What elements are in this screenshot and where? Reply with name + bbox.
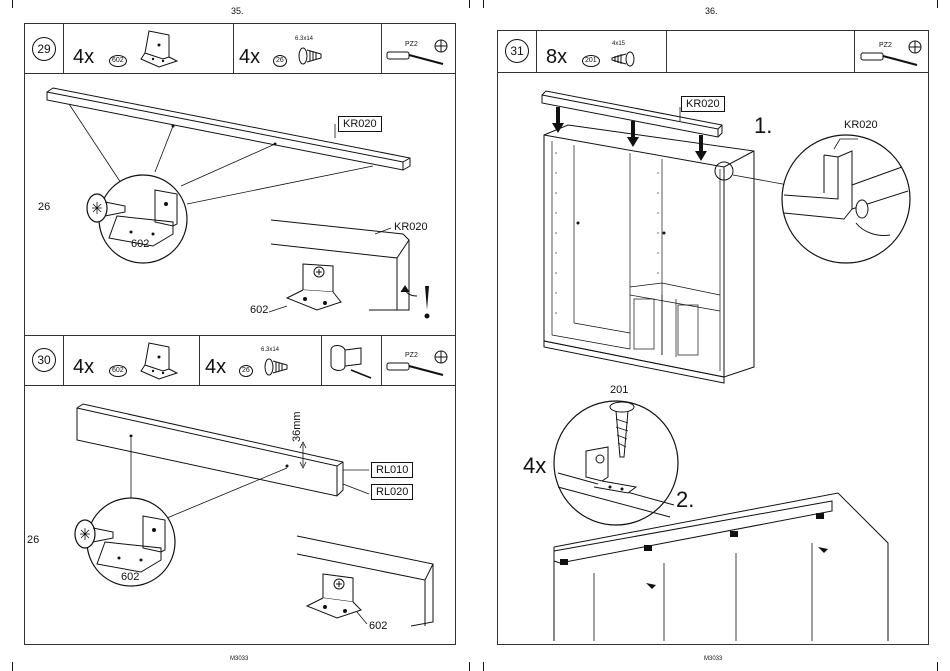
- step30-header: 30 4x 602 4x 26 6.3x14 PZ2: [24, 335, 456, 387]
- screw-spec: 6.3x14: [295, 36, 313, 42]
- step31-illustration: [498, 73, 928, 644]
- screw-spec: 6.3x14: [261, 347, 279, 353]
- part-label-rl010: RL010: [371, 462, 413, 478]
- crop-mark: [937, 0, 938, 8]
- screw-icon: [261, 355, 291, 385]
- quantity: 4x: [73, 356, 94, 379]
- step-label-2: 2.: [676, 487, 694, 513]
- step31-header: 31 8x 201 4x15 PZ2: [497, 30, 929, 74]
- step29-tool-cell: PZ2: [381, 24, 455, 74]
- screwdriver-icon: [855, 31, 929, 73]
- step30-number: 30: [32, 348, 56, 372]
- step31-body: KR020 KR020 1. 2. 201 4x: [497, 72, 929, 645]
- part-label-rl020: RL020: [371, 484, 413, 500]
- part-number: 201: [582, 55, 600, 67]
- part-label-kr020: KR020: [338, 116, 382, 132]
- quantity: 4x: [205, 356, 226, 379]
- step29-item1: 4x 602: [63, 24, 234, 74]
- crop-mark: [12, 0, 13, 8]
- part-number: 602: [109, 55, 127, 67]
- screwdriver-icon: [381, 336, 455, 386]
- part-label-26: 26: [27, 534, 39, 546]
- screw-spec: 4x15: [612, 41, 625, 47]
- quantity-detail: 4x: [523, 453, 546, 479]
- part-label-kr020: KR020: [394, 221, 428, 233]
- step29-number-cell: 29: [25, 24, 64, 74]
- measurement-label: 36mm: [291, 402, 303, 442]
- bracket-icon: [139, 339, 179, 384]
- step30-item1: 4x 602: [63, 336, 200, 386]
- step30-tool-cell: PZ2: [381, 336, 455, 386]
- quantity: 4x: [239, 46, 260, 69]
- part-label-602: 602: [250, 304, 268, 316]
- step29-body: KR020 KR020 26 602 602: [24, 73, 456, 337]
- crop-mark: [483, 662, 484, 671]
- part-number: 602: [109, 365, 127, 377]
- step31-item1: 8x 201 4x15: [536, 31, 667, 73]
- part-label-kr020: KR020: [844, 119, 878, 131]
- step29-illustration: [25, 74, 455, 336]
- step29-item2: 4x 26 6.3x14: [233, 24, 382, 74]
- screw-icon: [295, 44, 325, 74]
- step30-clamp-cell: [321, 336, 382, 386]
- page-number-right: 36.: [705, 6, 718, 16]
- crop-mark: [469, 0, 470, 8]
- step29-header: 29 4x 602 4x 26 6.3x14 PZ2: [24, 23, 456, 75]
- step31-tool-cell: PZ2: [854, 31, 929, 73]
- quantity: 8x: [546, 46, 567, 69]
- step31-number: 31: [505, 39, 529, 63]
- step31-number-cell: 31: [498, 31, 537, 73]
- page-number-left: 35.: [231, 6, 244, 16]
- clamp-icon: [321, 336, 381, 386]
- bracket-icon: [139, 27, 179, 72]
- part-label-602: 602: [131, 238, 149, 250]
- step30-illustration: [25, 386, 455, 644]
- footer-right: M3033: [704, 656, 722, 662]
- step30-number-cell: 30: [25, 336, 64, 386]
- quantity: 4x: [73, 46, 94, 69]
- step29-number: 29: [32, 37, 56, 61]
- part-label-602: 602: [369, 620, 387, 632]
- part-label-kr020: KR020: [681, 96, 725, 112]
- screwdriver-icon: [381, 24, 455, 74]
- part-number: 26: [273, 55, 287, 67]
- part-label-201: 201: [610, 384, 628, 396]
- crop-mark: [483, 0, 484, 8]
- step30-item2: 4x 26 6.3x14: [199, 336, 322, 386]
- part-number: 26: [239, 365, 253, 377]
- step-label-1: 1.: [754, 113, 772, 139]
- crop-mark: [937, 662, 938, 671]
- part-label-602: 602: [121, 571, 139, 583]
- part-label-26: 26: [38, 201, 50, 213]
- crop-mark: [469, 662, 470, 671]
- screw-icon: [608, 48, 638, 72]
- step30-body: 36mm RL010 RL020 26 602 602: [24, 385, 456, 645]
- footer-left: M3033: [230, 656, 248, 662]
- crop-mark: [12, 662, 13, 671]
